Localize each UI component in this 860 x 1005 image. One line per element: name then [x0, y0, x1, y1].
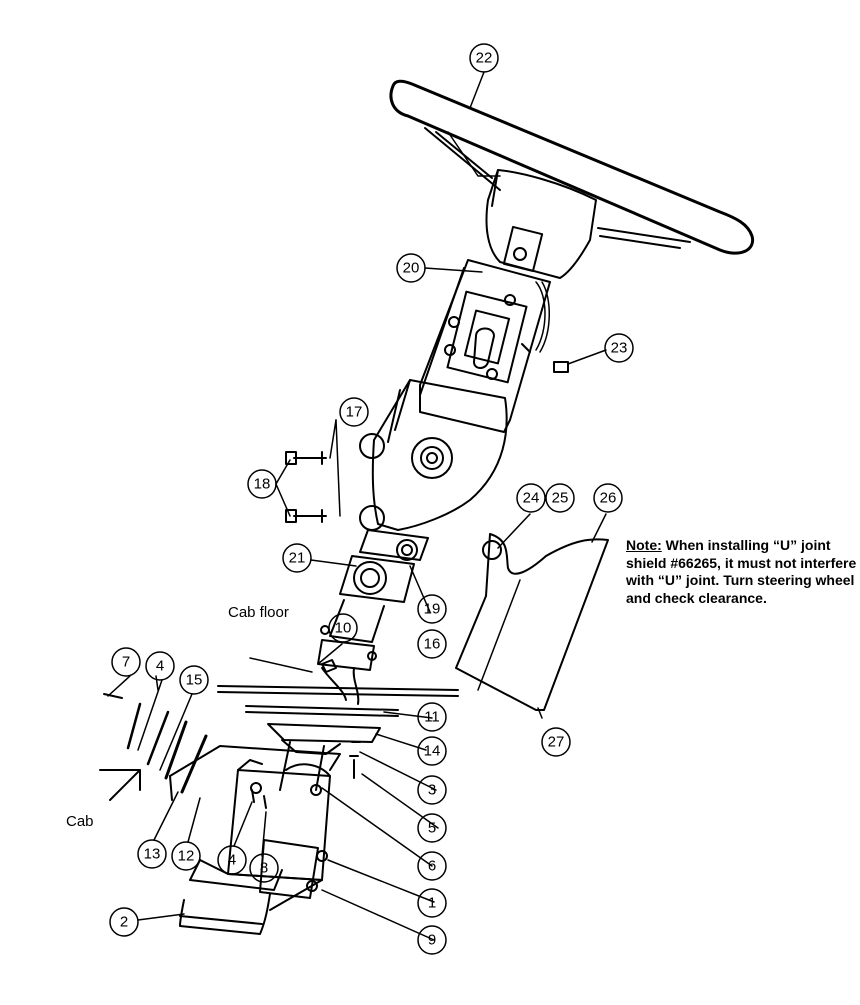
wheel-hub: [485, 169, 597, 279]
callout-4-lower: 4: [228, 852, 236, 869]
callout-15: 15: [186, 672, 203, 689]
callout-14: 14: [424, 743, 441, 760]
callout-4-upper: 4: [156, 658, 164, 675]
u-joint-shield: [455, 533, 609, 711]
callout-13: 13: [144, 846, 161, 863]
installation-note: Note: When installing “U” joint shield #…: [626, 537, 858, 607]
note-body: When installing “U” joint shield #66265,…: [626, 537, 857, 606]
callout-18: 18: [254, 476, 271, 493]
callout-19: 19: [424, 601, 441, 618]
callout-8: 8: [260, 860, 268, 877]
callout-1: 1: [428, 895, 436, 912]
callout-25: 25: [552, 490, 569, 507]
callout-26: 26: [600, 490, 617, 507]
steering-wheel: [389, 79, 755, 255]
callout-2: 2: [120, 914, 128, 931]
callout-27: 27: [548, 734, 565, 751]
callout-9: 9: [428, 932, 436, 949]
lower-column-housing: [359, 379, 508, 531]
callout-22: 22: [476, 50, 493, 67]
callout-23: 23: [611, 340, 628, 357]
cab-floor-label: Cab floor: [228, 604, 289, 621]
callout-7: 7: [122, 654, 130, 671]
callout-12: 12: [178, 848, 195, 865]
callout-numbers: 22 20 23 17 18 21 19 16 10 24 25 26 27 1…: [120, 50, 628, 949]
callout-20: 20: [403, 260, 420, 277]
cab-label: Cab: [66, 813, 94, 830]
callout-circles: [109, 43, 634, 955]
callout-5: 5: [428, 820, 436, 837]
steering-column: [419, 259, 551, 433]
callout-16: 16: [424, 636, 441, 653]
callout-6: 6: [428, 858, 436, 875]
callout-10: 10: [335, 620, 352, 637]
note-heading: Note:: [626, 537, 662, 553]
steering-valve: [179, 759, 331, 935]
leader-lines: [107, 71, 607, 941]
callout-11: 11: [424, 709, 440, 726]
callout-21: 21: [289, 550, 306, 567]
u-joint: [317, 529, 429, 671]
callout-24: 24: [523, 490, 540, 507]
callout-3: 3: [428, 782, 436, 799]
callout-17: 17: [346, 404, 363, 421]
